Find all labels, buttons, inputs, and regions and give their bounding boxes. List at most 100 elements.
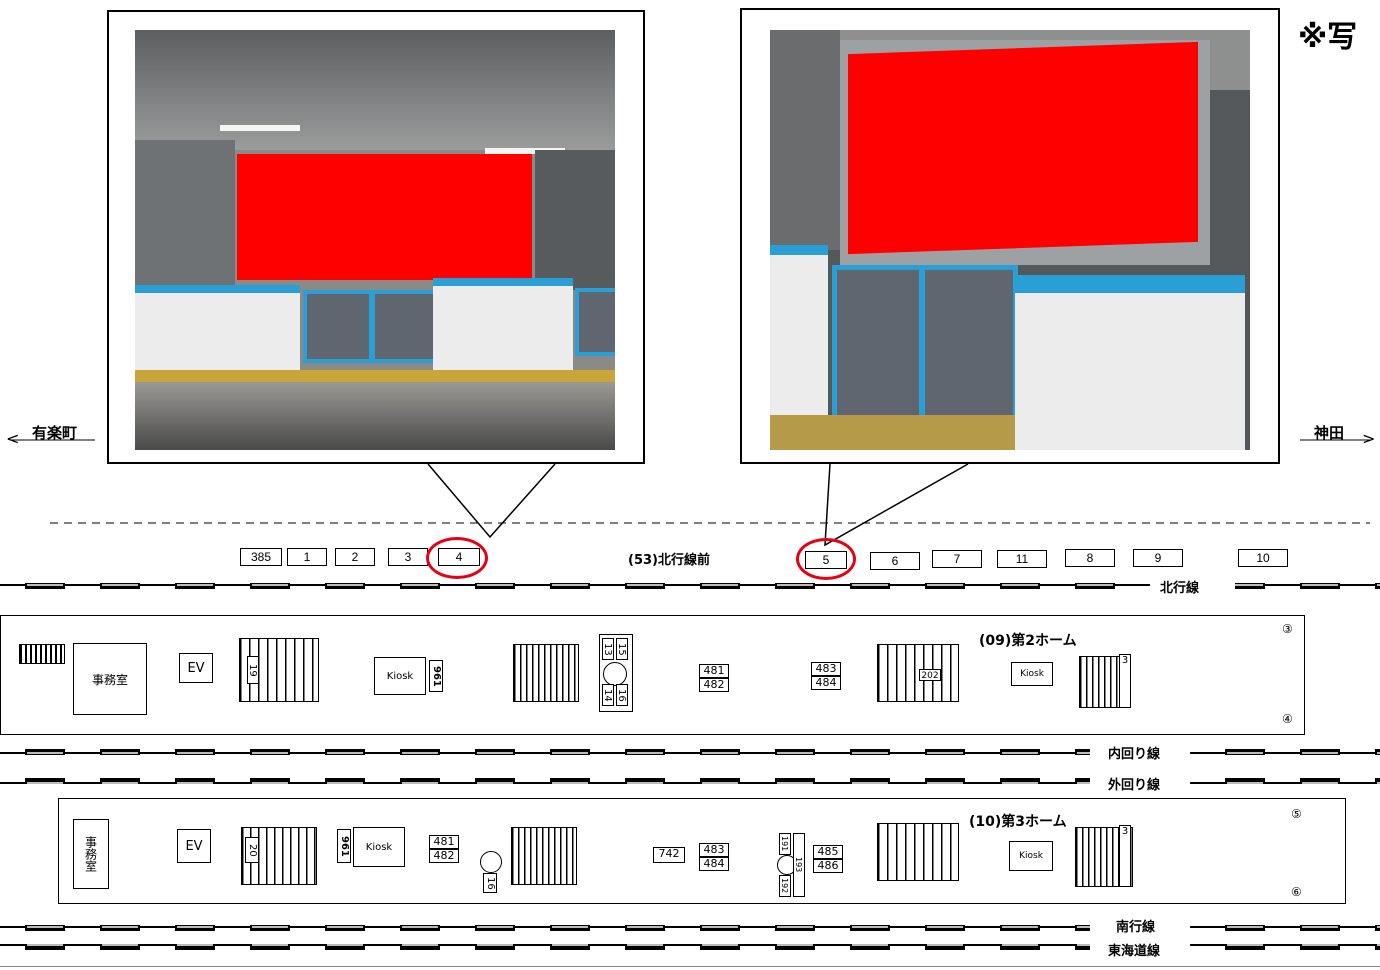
clock-icon [480,851,502,873]
clock-num-192: 192 [779,875,791,897]
photo-right [770,30,1250,450]
clock-icon [603,662,627,686]
platform-2: 事務室 EV 19 Kiosk 961 13 15 14 16 481 482 … [0,615,1305,735]
highlight-circle-4 [426,537,488,579]
billboard-6[interactable]: 6 [870,552,920,570]
track-inner-right [1190,749,1380,755]
num-483: 483 [811,662,841,676]
track-south [0,925,1090,931]
clock-num-13: 13 [602,638,614,660]
stair-num: 19 [247,656,259,684]
num-484: 484 [811,676,841,690]
stair2-num: 3 [1119,825,1131,887]
station-right: 神田 [1314,424,1345,442]
num-486: 486 [813,859,843,873]
photo-frame-right [740,8,1280,464]
note-text: ※写 [1298,20,1358,55]
billboard-group-label: (53)北行線前 [628,553,710,568]
billboard-1[interactable]: 1 [287,548,327,566]
track-num-4: ④ [1282,712,1293,726]
billboard-385[interactable]: 385 [240,548,282,566]
track-num-6: ⑥ [1291,885,1302,899]
tactile-strip [135,370,615,382]
door-glass-2 [920,265,1018,425]
track-label-inner: 内回り線 [1104,743,1165,762]
billboard-2[interactable]: 2 [335,548,375,566]
num-483: 483 [699,843,729,857]
kiosk-2[interactable]: Kiosk [1009,841,1053,871]
clock-num-193: 193 [793,833,805,897]
stair2-num: 3 [1119,654,1131,708]
billboard-11[interactable]: 11 [997,550,1047,568]
clock-num-191: 191 [779,833,791,855]
stairs-icon [19,644,65,664]
platform-2-label: (09)第2ホーム [979,633,1077,649]
num-481: 481 [699,664,729,678]
platform-door-glass-3 [575,288,615,356]
stairs-2 [511,827,577,885]
track-num-5: ⑤ [1291,807,1302,821]
billboard-7[interactable]: 7 [932,550,982,568]
billboard-10[interactable]: 10 [1238,549,1288,567]
platform-door-panel-2 [433,278,573,388]
clock-num-16: 16 [483,873,497,893]
num-482: 482 [429,849,459,863]
bottom-border [0,966,1380,967]
track-tokaido [0,944,1090,950]
stairs-3 [877,823,959,881]
track-north [0,583,1150,589]
track-label-north: 北行線 [1156,577,1204,596]
wall-right [535,150,615,290]
door-panel-left [770,245,828,445]
station-left: 有楽町 [32,424,78,442]
clock-num-15: 15 [616,638,628,660]
arrow-right-icon: > [1362,429,1376,448]
pillar [770,30,840,250]
ceiling-light-1 [220,125,300,131]
photo-left [135,30,615,450]
clock-num-14: 14 [602,684,614,706]
track-north-right [1235,583,1380,589]
clock-num-16: 16 [616,684,628,706]
num-742: 742 [653,847,685,863]
tactile-strip [770,415,1015,450]
kiosk[interactable]: Kiosk [374,657,426,695]
track-inner [0,749,1090,755]
platform-floor [135,382,615,450]
kiosk-2[interactable]: Kiosk [1011,662,1053,686]
platform-3: 事務室 EV 20 961 Kiosk 481 482 16 742 483 4… [58,798,1346,904]
door-panel-right [1015,275,1245,450]
arrow-left-icon: < [6,429,20,448]
num-481: 481 [429,835,459,849]
clock-stand [599,634,633,712]
stairs-2 [513,644,579,702]
track-outer-right [1190,778,1380,784]
track-num-3: ③ [1282,622,1293,636]
num-485: 485 [813,845,843,859]
track-label-tokaido: 東海道線 [1104,940,1165,959]
callout-left [427,463,556,539]
billboard-9[interactable]: 9 [1133,549,1183,567]
photo-frame-left [107,10,645,464]
stairs-4 [1079,656,1121,708]
billboard-8[interactable]: 8 [1065,549,1115,567]
box-202: 202 [919,669,941,681]
track-label-outer: 外回り線 [1104,774,1165,793]
kiosk[interactable]: Kiosk [353,827,405,867]
kiosk-num: 961 [337,829,351,863]
highlight-circle-5 [796,538,856,580]
ceiling-light-2 [485,148,565,154]
door-glass-1 [832,265,924,425]
elevator: EV [177,829,211,863]
track-outer [0,778,1090,784]
elevator: EV [179,653,213,683]
num-482: 482 [699,678,729,692]
track-south-right [1190,925,1380,931]
ad-panel-left [237,154,532,280]
kiosk-num: 961 [429,660,443,692]
stair-num: 20 [245,837,259,863]
track-label-south: 南行線 [1112,916,1160,935]
wall-left [135,140,235,290]
ceiling [135,30,615,150]
num-484: 484 [699,857,729,871]
